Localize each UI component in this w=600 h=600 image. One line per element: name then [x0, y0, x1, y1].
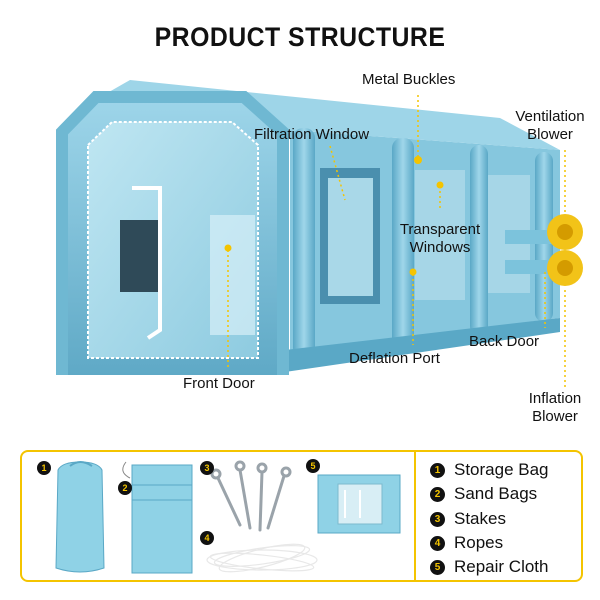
callout-ventilation-blower-line1: Ventilation — [515, 108, 585, 125]
repair-cloth-icon — [317, 474, 401, 534]
accessories-panel — [20, 450, 583, 582]
legend-num: 1 — [430, 462, 445, 478]
accessories-divider — [414, 452, 416, 580]
callout-filtration-window: Filtration Window — [254, 126, 370, 143]
legend-num: 2 — [430, 486, 445, 502]
metal-buckle-dot — [414, 156, 422, 164]
callout-inflation-blower-line1: Inflation — [528, 390, 582, 407]
sand-bags-icon — [122, 461, 193, 574]
door-handle — [132, 186, 162, 340]
legend-item-sand-bags: 2 Sand Bags — [430, 483, 537, 505]
page-title: PRODUCT STRUCTURE — [154, 22, 446, 52]
legend-item-stakes: 3 Stakes — [430, 508, 506, 530]
legend-item-ropes: 4 Ropes — [430, 532, 503, 554]
legend-label: Stakes — [454, 509, 506, 528]
callout-ventilation-blower: Ventilation Blower — [505, 108, 595, 144]
legend-num: 3 — [430, 511, 445, 527]
accessory-badge-2: 2 — [118, 481, 132, 495]
legend-label: Ropes — [454, 533, 504, 552]
inflation-blower-icon — [547, 250, 583, 286]
legend-label: Repair Cloth — [454, 557, 549, 576]
ventilation-blower-icon — [547, 214, 583, 250]
spray-booth-illustration — [56, 80, 583, 388]
callout-ventilation-blower-line2: Blower — [527, 126, 573, 143]
ropes-icon — [206, 543, 318, 573]
callout-transparent-windows-line1: Transparent — [399, 221, 481, 238]
filtration-window — [328, 178, 373, 296]
storage-bag-icon — [55, 461, 105, 573]
callout-front-door: Front Door — [183, 375, 255, 392]
callout-transparent-windows-line2: Windows — [409, 239, 471, 256]
legend-label: Storage Bag — [454, 460, 549, 479]
legend-label: Sand Bags — [454, 484, 538, 503]
inner-window — [120, 220, 158, 292]
accessory-badge-1: 1 — [37, 461, 51, 475]
legend-num: 4 — [430, 535, 445, 551]
legend-item-storage-bag: 1 Storage Bag — [430, 459, 549, 481]
accessory-badge-5: 5 — [306, 459, 320, 473]
callout-inflation-blower-line2: Blower — [532, 408, 578, 425]
callout-transparent-windows: Transparent Windows — [385, 221, 495, 257]
callout-inflation-blower: Inflation Blower — [515, 390, 595, 426]
callout-deflation-port: Deflation Port — [349, 350, 440, 367]
stakes-icon — [210, 460, 292, 532]
legend-item-repair-cloth: 5 Repair Cloth — [430, 556, 549, 578]
accessory-badge-4: 4 — [200, 531, 214, 545]
callout-back-door: Back Door — [469, 333, 540, 350]
legend-num: 5 — [430, 559, 445, 575]
callout-metal-buckles: Metal Buckles — [362, 71, 456, 88]
accessory-badge-3: 3 — [200, 461, 214, 475]
